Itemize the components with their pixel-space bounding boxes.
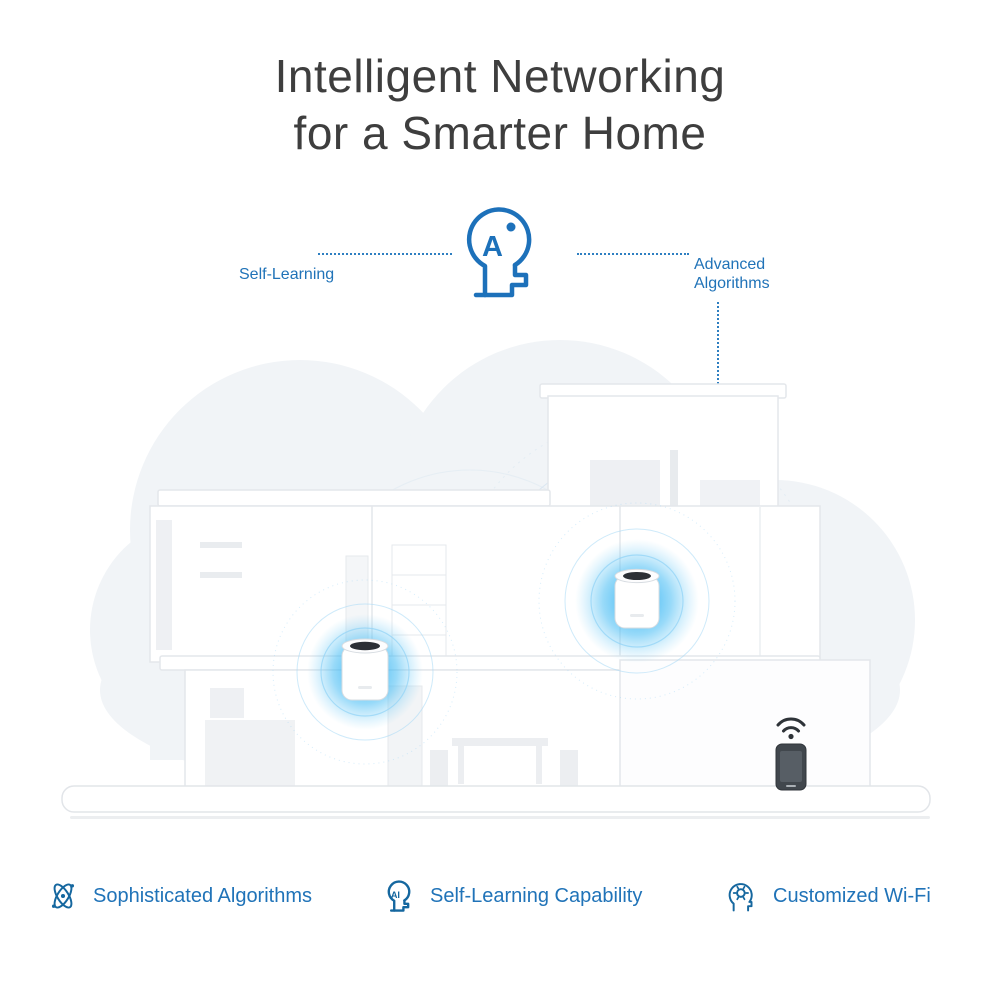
callout-advanced-line-1: Advanced (694, 256, 766, 273)
ai-head-icon: AI (387, 880, 411, 912)
gear-head-icon (728, 883, 753, 912)
feature-sophisticated-algorithms: Sophisticated Algorithms (46, 872, 312, 920)
title-line-2: for a Smarter Home (293, 107, 707, 159)
dotted-connector-right (577, 253, 689, 255)
deco-unit-1 (341, 638, 389, 701)
wifi-signal-icon (776, 717, 806, 740)
deco-unit-2 (614, 568, 660, 629)
ai-dot (506, 222, 516, 232)
callout-advanced-algorithms: Advanced Algorithms (694, 255, 770, 293)
house-cutaway (61, 383, 931, 819)
ai-letter: A (482, 231, 503, 263)
callout-advanced-line-2: Algorithms (694, 275, 770, 292)
atom-icon (51, 883, 75, 909)
ai-head-icon: A (466, 207, 532, 298)
house-illustration (61, 340, 931, 819)
dotted-connector-left (318, 253, 452, 255)
smartphone-icon (775, 743, 807, 791)
base-platform (61, 785, 931, 813)
feature-label: Self-Learning Capability (430, 884, 643, 907)
page-title: Intelligent Networking for a Smarter Hom… (0, 48, 1000, 162)
feature-label: Sophisticated Algorithms (93, 884, 313, 907)
feature-customized-wifi: Customized Wi-Fi (726, 872, 931, 920)
feature-self-learning-capability: AI Self-Learning Capability (383, 872, 642, 920)
callout-self-learning: Self-Learning (239, 266, 335, 283)
ai-letters: AI (391, 890, 400, 900)
feature-label: Customized Wi-Fi (773, 884, 931, 907)
title-line-1: Intelligent Networking (274, 50, 726, 102)
